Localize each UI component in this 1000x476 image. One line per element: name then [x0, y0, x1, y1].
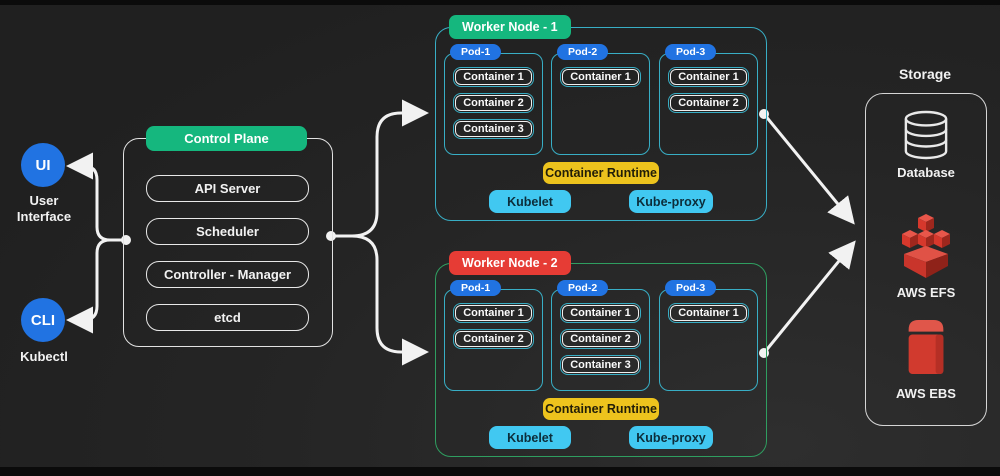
container-box: Container 2	[453, 93, 534, 113]
container-box: Container 3	[560, 355, 641, 375]
container-box: Container 1	[560, 67, 641, 87]
container-box: Container 2	[668, 93, 749, 113]
wn1-kubelet: Kubelet	[489, 190, 571, 213]
worker-node-2-title: Worker Node - 2	[449, 251, 571, 275]
container-label: Container 2	[562, 331, 639, 347]
wn2-pod-1-label: Pod-1	[450, 280, 502, 296]
aws-efs-icon	[866, 212, 986, 280]
cli-node-abbr: CLI	[30, 311, 56, 329]
wn1-pod-1-label: Pod-1	[450, 44, 502, 60]
wn2-kube-proxy: Kube-proxy	[629, 426, 713, 449]
container-box: Container 1	[453, 303, 534, 323]
database-icon	[866, 110, 986, 160]
container-label: Container 1	[562, 69, 639, 85]
wn1-container-runtime: Container Runtime	[543, 162, 659, 184]
wn2-kubelet: Kubelet	[489, 426, 571, 449]
storage-item-ebs-label: AWS EBS	[896, 386, 956, 401]
storage-item-database-label: Database	[897, 165, 955, 180]
worker-node-2-box: Worker Node - 2 Pod-1 Container 1 Contai…	[435, 251, 767, 457]
wn1-pod-2: Pod-2 Container 1	[551, 44, 650, 155]
container-label: Container 1	[455, 305, 532, 321]
ui-node: UI	[21, 143, 65, 187]
worker-node-1-box: Worker Node - 1 Pod-1 Container 1 Contai…	[435, 15, 767, 221]
component-etcd: etcd	[146, 304, 309, 331]
control-plane-title: Control Plane	[146, 126, 307, 151]
ui-node-abbr: UI	[35, 156, 51, 174]
ui-label-line1: User	[29, 193, 59, 208]
container-label: Container 2	[455, 95, 532, 111]
container-label: Container 1	[670, 305, 747, 321]
component-api-server: API Server	[146, 175, 309, 202]
worker-node-1-title: Worker Node - 1	[449, 15, 571, 39]
wn2-pod-2: Pod-2 Container 1 Container 2 Container …	[551, 280, 650, 391]
container-label: Container 3	[562, 357, 639, 373]
container-label: Container 1	[670, 69, 747, 85]
wn1-kube-proxy: Kube-proxy	[629, 190, 713, 213]
container-box: Container 2	[560, 329, 641, 349]
wn1-pod-2-label: Pod-2	[557, 44, 609, 60]
container-label: Container 2	[455, 331, 532, 347]
ui-label-line2: Interface	[16, 209, 72, 224]
control-plane-box: Control Plane API Server Scheduler Contr…	[123, 126, 333, 347]
container-label: Container 1	[562, 305, 639, 321]
wn1-pod-3-label: Pod-3	[665, 44, 717, 60]
container-box: Container 3	[453, 119, 534, 139]
container-box: Container 1	[453, 67, 534, 87]
container-box: Container 1	[668, 303, 749, 323]
container-box: Container 1	[560, 303, 641, 323]
storage-item-efs-label: AWS EFS	[896, 285, 956, 300]
wn2-container-runtime: Container Runtime	[543, 398, 659, 420]
component-controller-manager: Controller - Manager	[146, 261, 309, 288]
component-scheduler: Scheduler	[146, 218, 309, 245]
wn2-pod-2-label: Pod-2	[557, 280, 609, 296]
container-label: Container 1	[455, 69, 532, 85]
container-label: Container 3	[455, 121, 532, 137]
storage-title: Storage	[898, 66, 952, 82]
wn2-pod-1: Pod-1 Container 1 Container 2	[444, 280, 543, 391]
aws-ebs-icon	[866, 318, 986, 376]
wn1-pod-3: Pod-3 Container 1 Container 2	[659, 44, 758, 155]
container-box: Container 1	[668, 67, 749, 87]
storage-box: Database	[865, 93, 987, 426]
cli-node-label: Kubectl	[20, 349, 68, 364]
ui-node-label: User Interface	[0, 193, 88, 225]
wn2-pod-3: Pod-3 Container 1	[659, 280, 758, 391]
container-box: Container 2	[453, 329, 534, 349]
container-label: Container 2	[670, 95, 747, 111]
wn2-pod-3-label: Pod-3	[665, 280, 717, 296]
cli-node: CLI	[21, 298, 65, 342]
wn1-pod-1: Pod-1 Container 1 Container 2 Container …	[444, 44, 543, 155]
